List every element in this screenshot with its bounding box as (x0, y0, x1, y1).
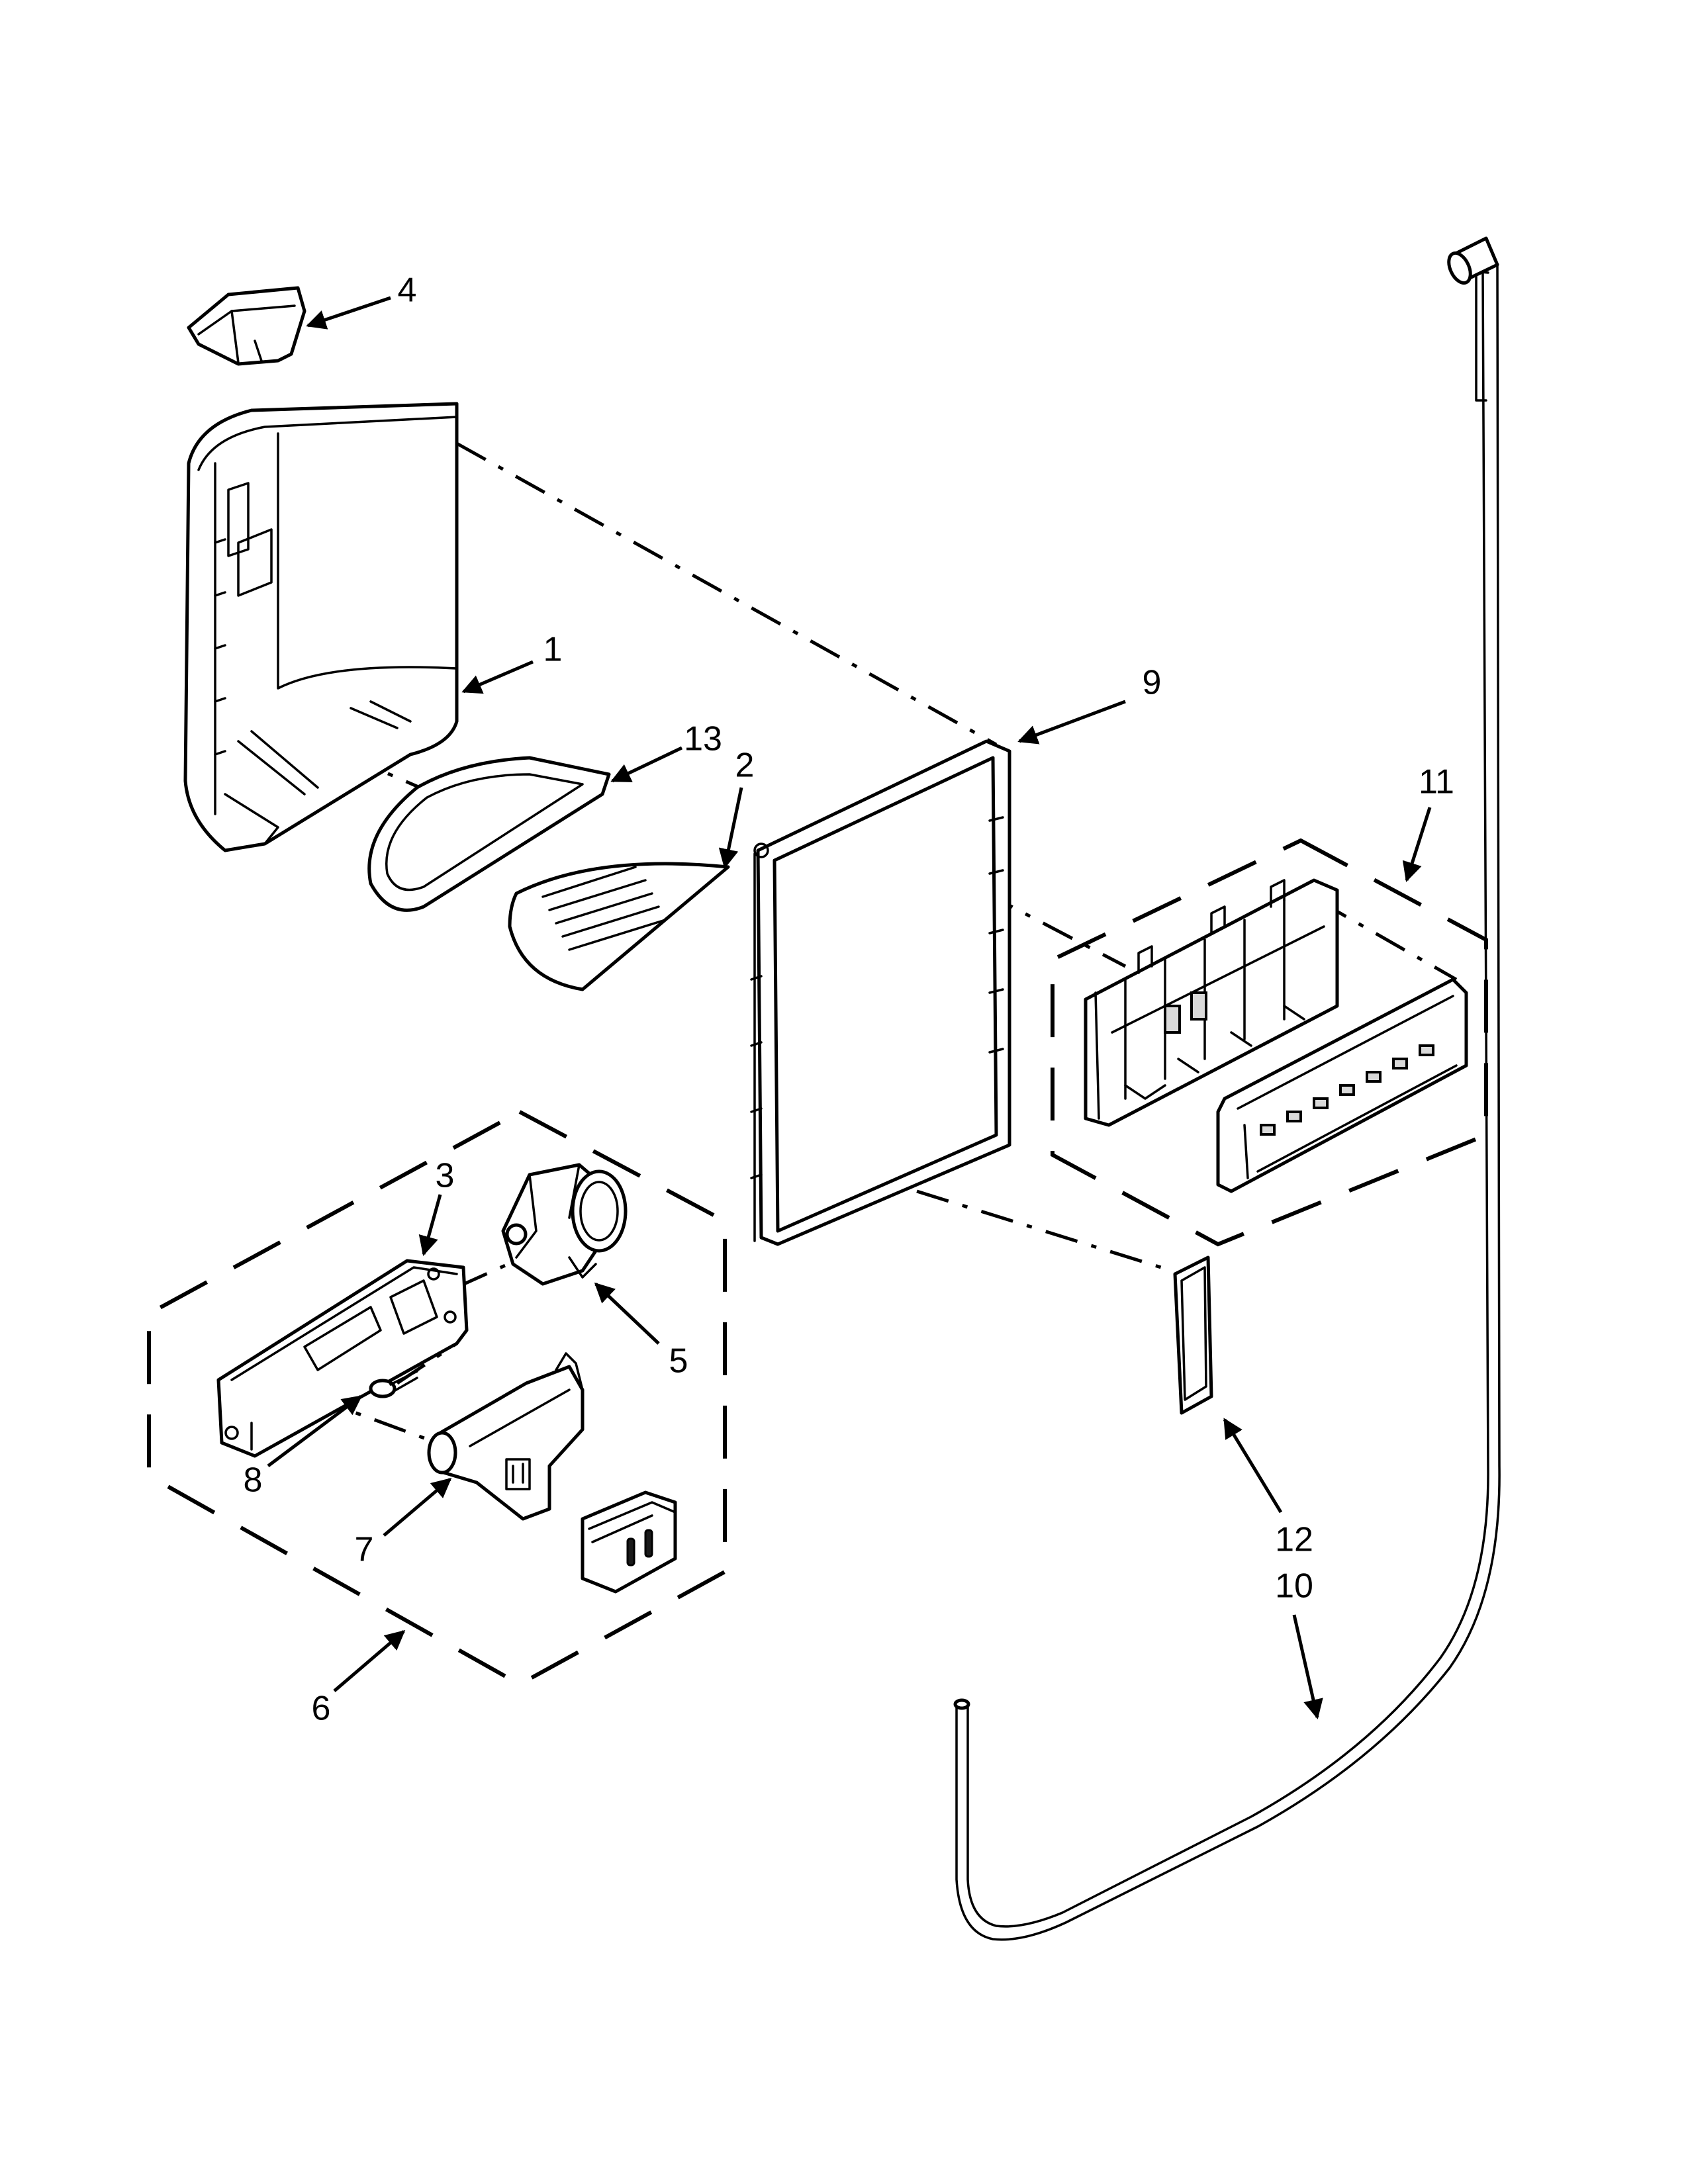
part-8-screw (369, 1370, 418, 1398)
callout-10: 10 (1275, 1567, 1313, 1606)
callout-3: 3 (436, 1157, 455, 1195)
callout-6: 6 (312, 1690, 331, 1728)
callout-1: 1 (543, 631, 563, 669)
leader-7 (383, 1478, 452, 1537)
leader-12 (1223, 1418, 1283, 1514)
callout-4: 4 (398, 271, 417, 310)
part-5-motor (501, 1163, 628, 1286)
part-3-switch-housing (216, 1259, 469, 1458)
leader-1 (461, 660, 534, 694)
part-4-cup (187, 286, 306, 366)
callout-13: 13 (684, 720, 722, 758)
leader-8 (267, 1395, 363, 1467)
vent-slots (541, 866, 667, 951)
callout-8: 8 (244, 1461, 263, 1500)
part-13-door-seal (367, 756, 611, 912)
part-11-control-cover (1216, 978, 1468, 1193)
part-12-pad (1173, 1255, 1213, 1415)
leader-11 (1402, 807, 1432, 882)
alignment-line-frame-to-cover (916, 1189, 1172, 1273)
callout-2: 2 (735, 747, 755, 785)
leader-9 (1017, 700, 1126, 745)
part-9-dispenser-frame (750, 739, 1011, 1246)
leader-lines (267, 296, 1432, 1719)
leader-3 (418, 1194, 442, 1256)
leader-5 (594, 1282, 660, 1345)
part-1-chute-housing (183, 402, 459, 852)
leader-13 (610, 746, 683, 783)
callout-7: 7 (355, 1531, 374, 1569)
callout-12: 12 (1275, 1521, 1313, 1559)
alignment-line-chute-to-frame (455, 441, 998, 747)
callout-labels: 4 1 13 2 9 11 3 5 8 7 6 12 10 (244, 271, 1454, 1728)
part-2-vent-flap (508, 862, 730, 991)
callout-5: 5 (669, 1342, 688, 1381)
alignment-line-module-back (1316, 898, 1458, 981)
leader-6 (333, 1630, 406, 1692)
switch-block (581, 1490, 677, 1594)
part-11-control-module (1084, 878, 1339, 1127)
part-10-water-tube (953, 236, 1501, 1941)
leader-10 (1292, 1614, 1323, 1719)
leader-4 (306, 296, 391, 330)
alignment-line-motor-to-housing (455, 1255, 524, 1289)
callout-9: 9 (1143, 664, 1162, 702)
leader-2 (718, 787, 743, 869)
callout-11: 11 (1419, 763, 1454, 801)
part-7-actuator (427, 1352, 585, 1521)
